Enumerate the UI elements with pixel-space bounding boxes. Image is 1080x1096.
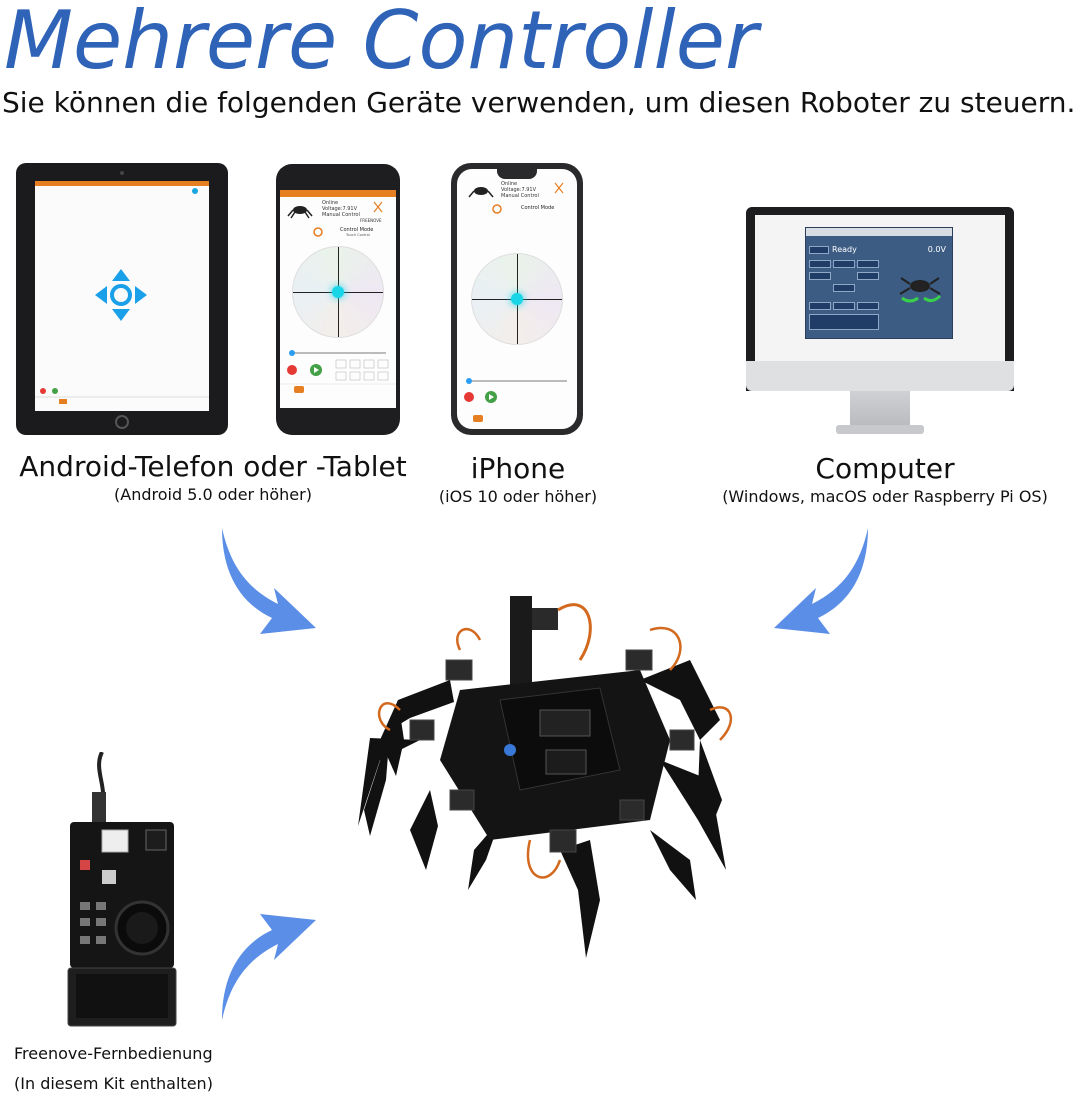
arrow-down-left-icon (774, 528, 868, 634)
joystick-knob (332, 286, 344, 298)
svg-text:Voltage:7.91V: Voltage:7.91V (501, 187, 537, 193)
robot-preview-icon (899, 277, 942, 303)
computer-name: Computer (815, 452, 955, 485)
app-button (833, 260, 855, 268)
joystick-pad (471, 253, 563, 345)
monitor-foot (836, 425, 924, 434)
svg-text:Online: Online (322, 200, 338, 206)
app-bar (35, 181, 209, 186)
app-button (833, 302, 855, 310)
android-phone: Online Voltage:7.91V Manual Control FREE… (276, 164, 400, 435)
tablet-screen (35, 181, 209, 411)
computer-note: (Windows, macOS oder Raspberry Pi OS) (722, 487, 1048, 506)
joystick-pad (292, 246, 384, 338)
remote-control-image (67, 752, 177, 1027)
android-tablet (16, 163, 228, 435)
app-button (809, 302, 831, 310)
voltage-readout: 0.0V (927, 245, 946, 254)
iphone-device: Online Voltage:7.91V Manual Control Cont… (451, 163, 583, 435)
phone-app-ui: Online Voltage:7.91V Manual Control FREE… (280, 200, 396, 393)
remote-note: (In diesem Kit enthalten) (14, 1074, 213, 1093)
camera-dot (120, 171, 124, 175)
android-note: (Android 5.0 oder höher) (114, 485, 312, 504)
home-button (115, 415, 129, 429)
page-subtitle: Sie können die folgenden Geräte verwende… (2, 86, 1076, 119)
phone-screen: Online Voltage:7.91V Manual Control FREE… (280, 190, 396, 408)
desktop-app-window: Ready 0.0V (805, 227, 953, 339)
svg-text:Control Mode: Control Mode (340, 227, 373, 233)
monitor-frame: Ready 0.0V (746, 207, 1014, 391)
iphone-screen: Online Voltage:7.91V Manual Control Cont… (457, 169, 577, 429)
app-button (809, 246, 829, 254)
svg-text:Touch Control: Touch Control (345, 233, 370, 237)
app-button (809, 314, 879, 330)
status-bar (280, 190, 396, 197)
svg-text:Online: Online (501, 181, 517, 187)
monitor-stand (850, 391, 910, 427)
computer-label: Computer (Windows, macOS oder Raspberry … (700, 452, 1070, 506)
page-title: Mehrere Controller (4, 0, 758, 87)
app-button (857, 272, 879, 280)
app-button (857, 260, 879, 268)
app-button (833, 284, 855, 292)
svg-text:FREENOVE: FREENOVE (360, 218, 382, 223)
iphone-name: iPhone (470, 452, 566, 485)
android-name: Android-Telefon oder -Tablet (19, 450, 407, 483)
joystick-knob (511, 293, 523, 305)
monitor-chin (746, 361, 1014, 391)
computer-monitor: Ready 0.0V (746, 207, 1014, 434)
app-button (809, 260, 831, 268)
iphone-app-ui: Online Voltage:7.91V Manual Control Cont… (464, 181, 567, 422)
android-label: Android-Telefon oder -Tablet (Android 5.… (8, 450, 418, 504)
svg-text:Manual Control: Manual Control (501, 193, 539, 199)
hexapod-robot-image (358, 596, 732, 958)
svg-text:Manual Control: Manual Control (322, 212, 360, 218)
iphone-note: (iOS 10 oder höher) (438, 487, 598, 506)
app-button (857, 302, 879, 310)
ready-status: Ready (832, 245, 857, 254)
iphone-label: iPhone (iOS 10 oder höher) (428, 452, 608, 506)
arrow-down-right-icon (222, 528, 316, 634)
svg-text:Control Mode: Control Mode (521, 205, 554, 211)
app-button (809, 272, 831, 280)
arrow-up-right-icon (222, 914, 316, 1020)
monitor-screen: Ready 0.0V (755, 215, 1005, 361)
svg-text:Voltage:7.91V: Voltage:7.91V (322, 206, 358, 212)
remote-name: Freenove-Fernbedienung (14, 1044, 213, 1063)
dpad-icon (35, 188, 209, 404)
